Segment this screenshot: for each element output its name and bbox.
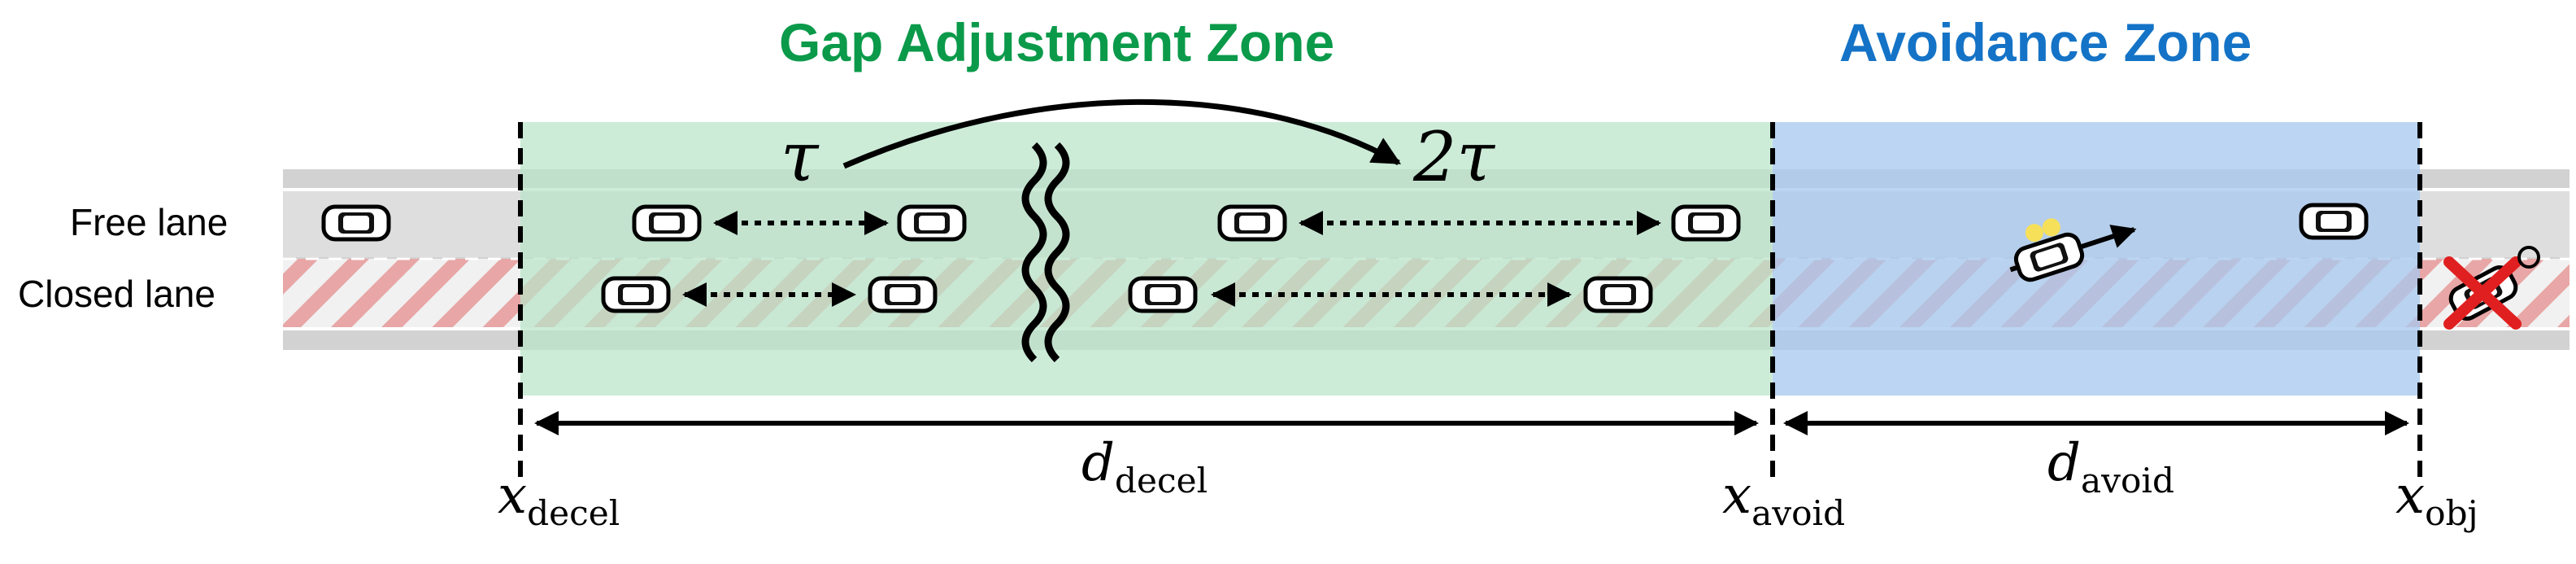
break-wave-icon [1021, 142, 1070, 363]
car-icon [1673, 207, 1738, 239]
smoke-icon [2517, 246, 2540, 269]
free-lane-label: Free lane [70, 201, 228, 243]
car-icon [603, 278, 668, 311]
emergency-vehicle-icon [2009, 218, 2137, 285]
car-icon [2301, 205, 2366, 238]
tau-to-2tau-arrow [842, 98, 1402, 169]
car-icon [1586, 278, 1651, 311]
x-avoid-label: xavoid [1722, 466, 1846, 533]
car-icon [634, 207, 699, 239]
avoidance-zone-title: Avoidance Zone [1839, 12, 2252, 72]
car-icon [870, 278, 935, 311]
car-icon [1220, 207, 1285, 239]
closed-lane-label: Closed lane [18, 273, 215, 315]
x-mark-icon [2443, 256, 2522, 330]
d-avoid-label: davoid [2047, 433, 2174, 501]
avoidance-zone [1773, 122, 2420, 396]
x-decel-label: xdecel [498, 466, 620, 533]
gap-adjustment-zone [520, 122, 1773, 396]
car-icon [324, 207, 389, 239]
d-decel-label: ddecel [1081, 433, 1208, 501]
x-obj-label: xobj [2395, 466, 2478, 533]
car-icon [899, 207, 964, 239]
gap-adjustment-zone-title: Gap Adjustment Zone [779, 12, 1335, 72]
tau-label: τ [781, 117, 819, 197]
two-tau-label: 2τ [1413, 117, 1495, 197]
car-icon [1130, 278, 1195, 311]
